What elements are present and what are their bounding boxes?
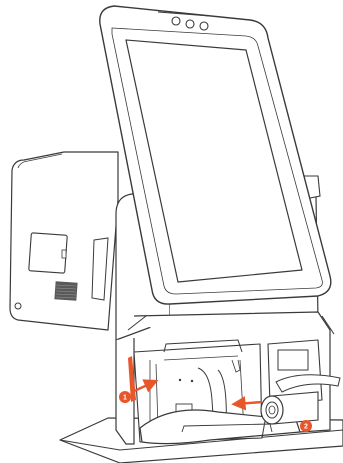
- callout-1: 1: [119, 391, 131, 403]
- indicator-dot-icon: [15, 303, 21, 309]
- rear-display-cover: [29, 233, 68, 273]
- callout-1-label: 1: [123, 395, 127, 402]
- speaker-grille-icon: [54, 281, 77, 300]
- rear-display: [10, 152, 118, 330]
- callout-2-label: 2: [304, 424, 308, 431]
- callout-2: 2: [300, 420, 312, 432]
- cover-latch-icon: [62, 250, 66, 258]
